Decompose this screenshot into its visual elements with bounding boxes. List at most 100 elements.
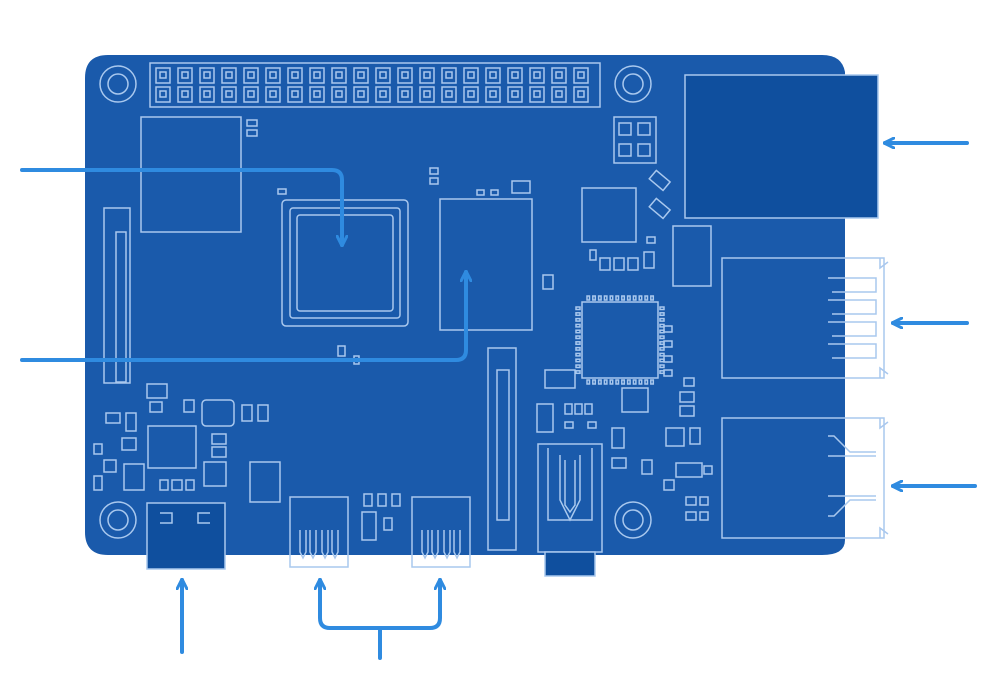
gpio-pin-pad [423, 71, 431, 79]
gpio-pin [375, 86, 391, 103]
micro-hdmi-left-arrow-up-icon [320, 578, 382, 630]
gpio-pin-pad [181, 90, 189, 98]
chip-pin [644, 379, 649, 385]
gpio-pin [463, 86, 479, 103]
gpio-pin-pad [533, 71, 541, 79]
gpio-pin [353, 67, 369, 84]
gpio-pin [265, 67, 281, 84]
chip-pin [659, 312, 665, 317]
chip-pin [632, 295, 637, 301]
gpio-pin [155, 67, 171, 84]
usb3-port [721, 257, 889, 379]
gpio-pin-pad [181, 71, 189, 79]
dsi-connector [103, 207, 131, 384]
gpio-pin-pad [291, 90, 299, 98]
gpio-pin-pad [159, 71, 167, 79]
chip-pin [575, 317, 581, 322]
chip-pin [603, 379, 608, 385]
gpio-pin-pad [467, 90, 475, 98]
gpio-pin [177, 67, 193, 84]
chip-pin [575, 306, 581, 311]
chip-pin [609, 295, 614, 301]
chip-pin [603, 295, 608, 301]
gpio-pin [221, 67, 237, 84]
gpio-pin-pad [159, 90, 167, 98]
gpio-pin-pad [357, 71, 365, 79]
gpio-pin [243, 86, 259, 103]
controller-chip [581, 187, 656, 271]
chip-pin [659, 346, 665, 351]
chip-pin [650, 295, 655, 301]
chip-pin [592, 295, 597, 301]
chip-pin [659, 335, 665, 340]
gpio-pin-pad [467, 71, 475, 79]
chip-pin [597, 295, 602, 301]
chip-pin [592, 379, 597, 385]
gpio-pin-pad [489, 71, 497, 79]
gpio-pin [243, 67, 259, 84]
gpio-pin-pad [511, 90, 519, 98]
chip-pin [597, 379, 602, 385]
gpio-pin-pad [555, 90, 563, 98]
gpio-pin [265, 86, 281, 103]
gpio-pin [331, 67, 347, 84]
chip-pin [626, 295, 631, 301]
chip-pin [575, 323, 581, 328]
gpio-pin [309, 67, 325, 84]
ram-chip [429, 167, 533, 331]
gpio-pin [551, 86, 567, 103]
gpio-pin-pad [247, 90, 255, 98]
gpio-pin-pad [313, 71, 321, 79]
gpio-pin-pad [203, 71, 211, 79]
gpio-pin [507, 67, 523, 84]
gpio-pin [419, 86, 435, 103]
gpio-pin [199, 67, 215, 84]
chip-pin [632, 379, 637, 385]
gpio-pin-pad [335, 71, 343, 79]
chip-pin [644, 295, 649, 301]
micro-hdmi-right-arrow-up-icon [378, 578, 440, 630]
usb-c-power-port [146, 502, 226, 570]
chip-pin [575, 312, 581, 317]
chip-pin [575, 358, 581, 363]
gpio-pin-pad [335, 90, 343, 98]
gpio-pin-pad [313, 90, 321, 98]
micro-hdmi-port-2 [411, 496, 471, 568]
ethernet-port [684, 74, 879, 219]
gpio-pin-pad [379, 71, 387, 79]
gpio-pin [573, 86, 589, 103]
gpio-pin [155, 86, 171, 103]
gpio-pin-pad [247, 71, 255, 79]
gpio-pin [441, 86, 457, 103]
display-connector-chip [140, 116, 242, 233]
gpio-pin-pad [225, 90, 233, 98]
gpio-pin [485, 86, 501, 103]
gpio-pin [529, 86, 545, 103]
gpio-pin [177, 86, 193, 103]
gpio-pin [309, 86, 325, 103]
gpio-pin [287, 67, 303, 84]
chip-pin [575, 352, 581, 357]
chip-pin [586, 379, 591, 385]
gpio-pin [419, 67, 435, 84]
gpio-pin [463, 67, 479, 84]
chip-pin [626, 379, 631, 385]
chip-pin [659, 306, 665, 311]
gpio-pin-pad [445, 90, 453, 98]
usb-controller-chip [575, 295, 673, 385]
chip-pin [575, 370, 581, 375]
gpio-pin [221, 86, 237, 103]
gpio-pin-pad [401, 90, 409, 98]
gpio-pin [551, 67, 567, 84]
usb2-port [721, 417, 889, 539]
gpio-pin-pad [401, 71, 409, 79]
chip-pin [575, 341, 581, 346]
cpu-arrow-icon [20, 168, 342, 247]
mounting-holes [99, 65, 652, 539]
chip-pin [615, 295, 620, 301]
gpio-pin [287, 86, 303, 103]
small-parts-b [613, 116, 672, 220]
inductor [672, 225, 712, 287]
gpio-pin [485, 67, 501, 84]
gpio-pin [353, 86, 369, 103]
